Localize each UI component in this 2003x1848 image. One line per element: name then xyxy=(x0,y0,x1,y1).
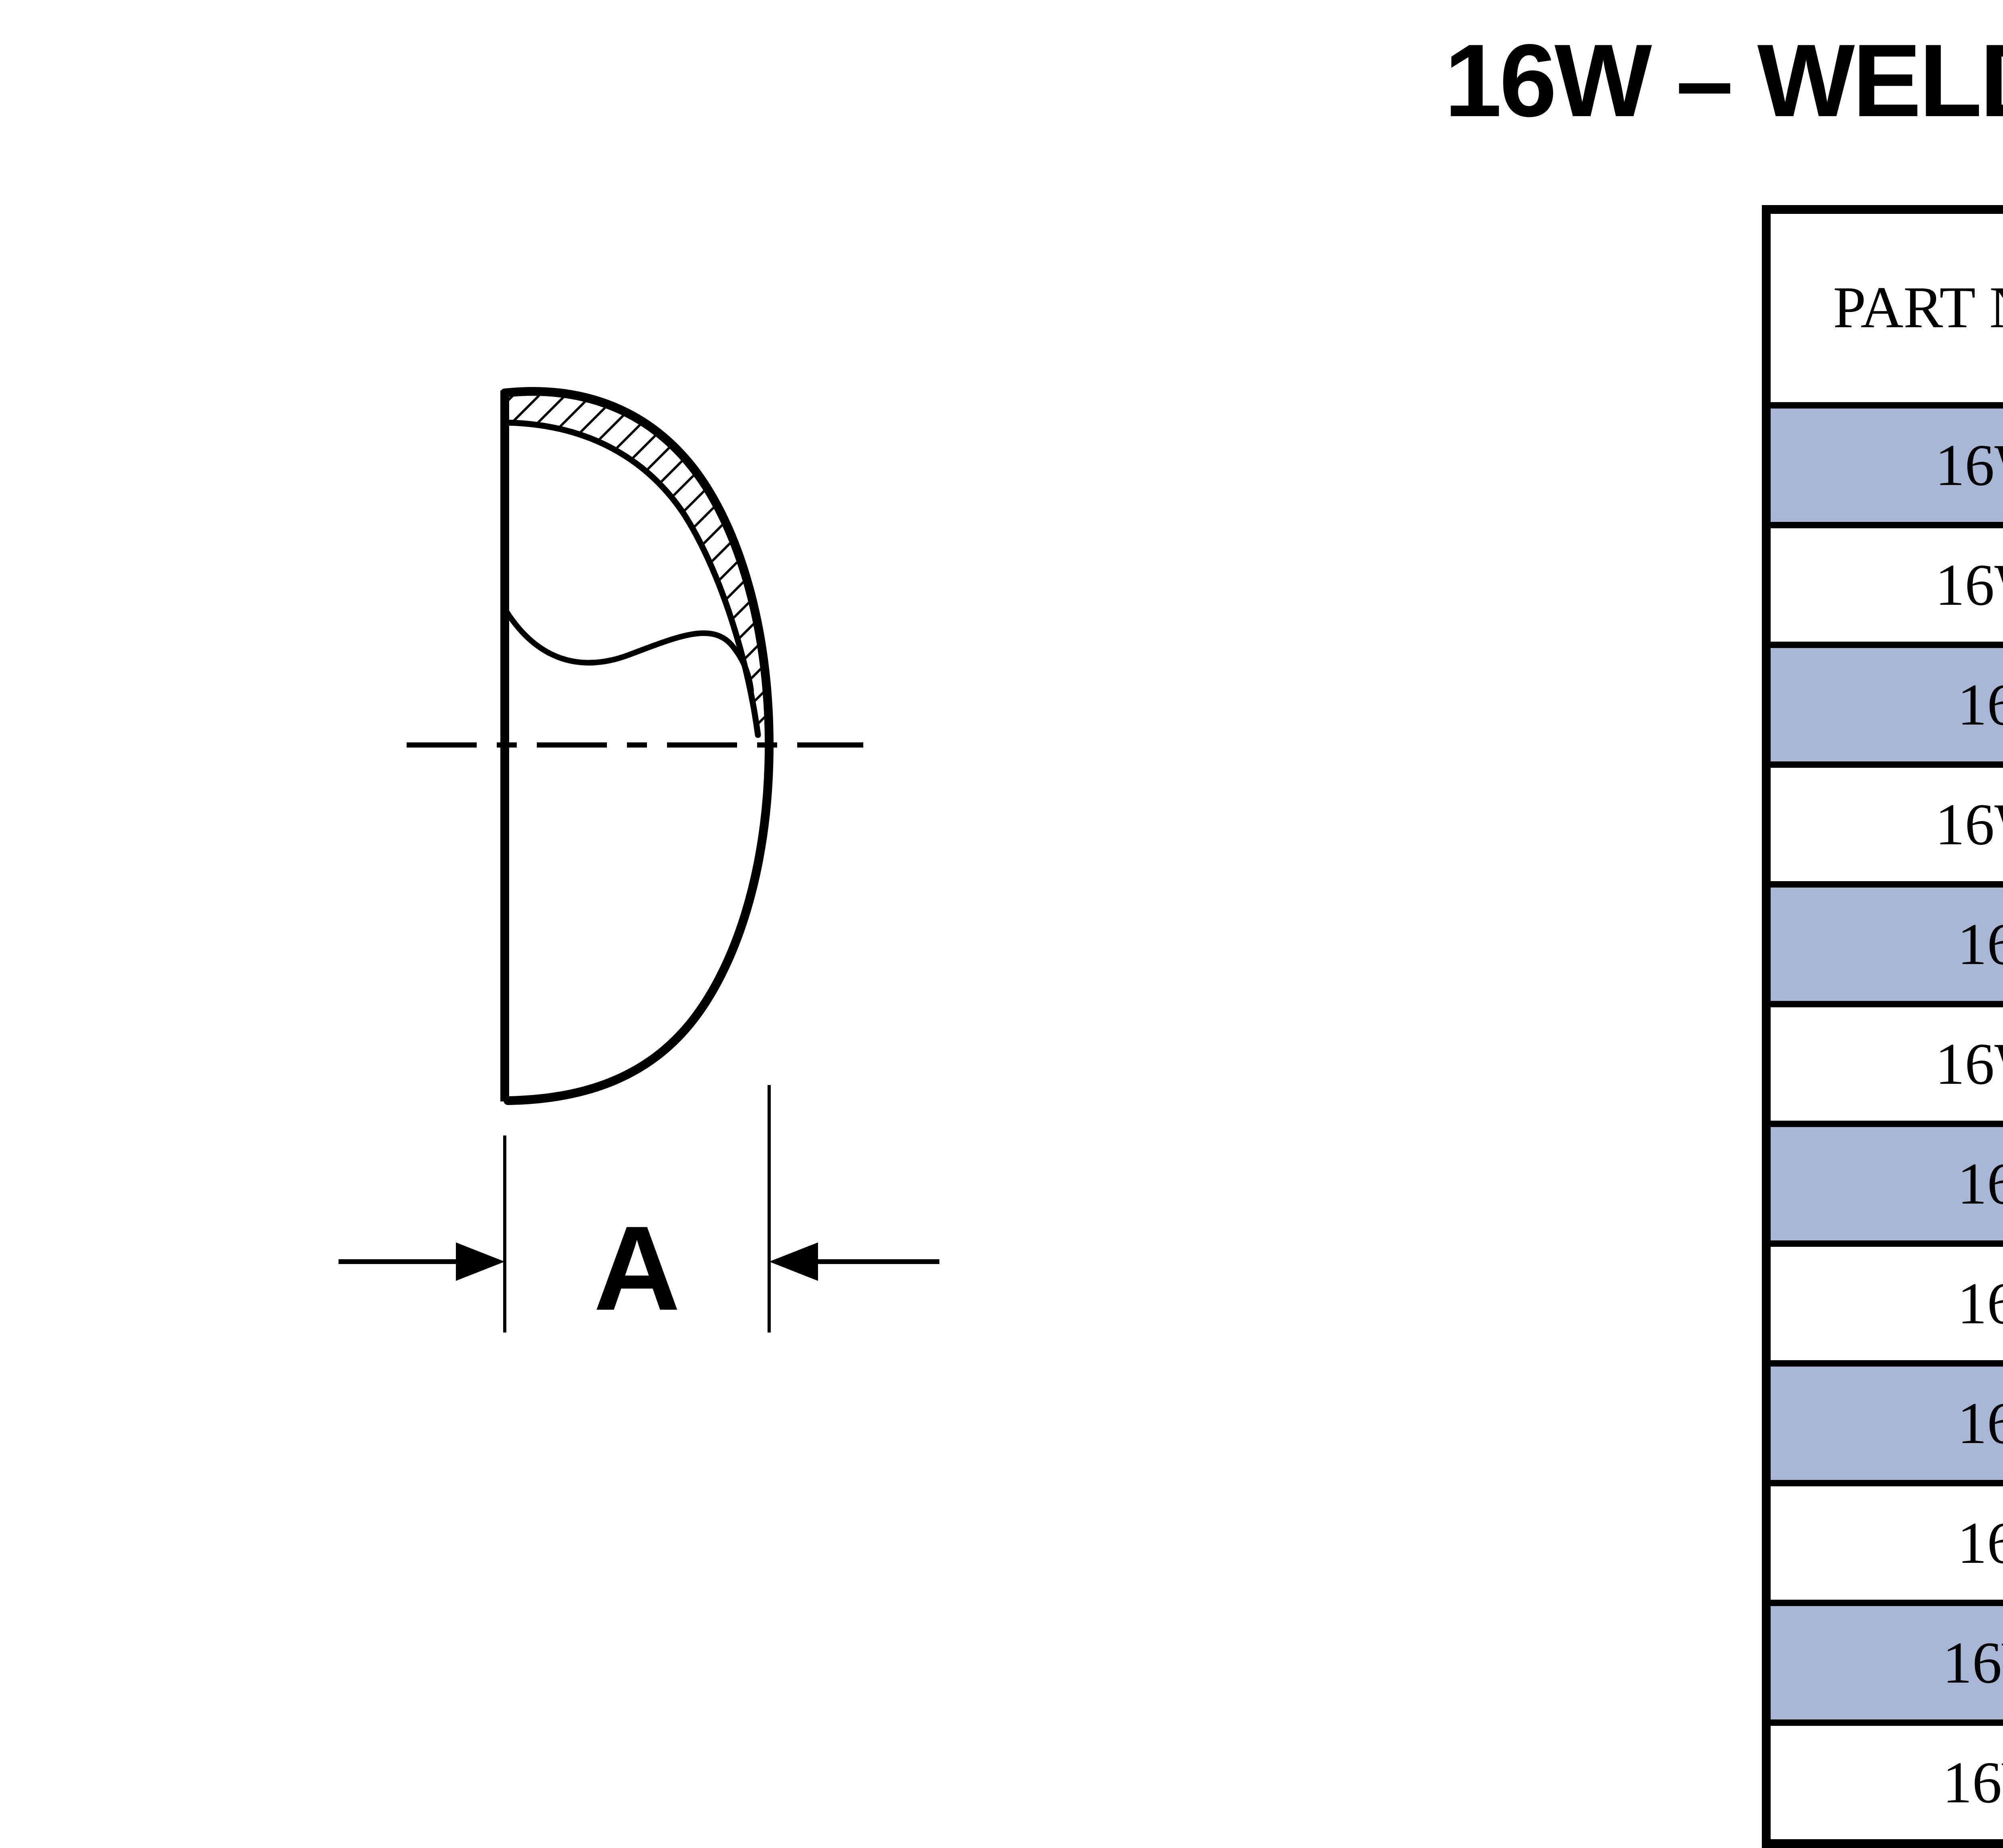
part-number-cell: 16W-12 xyxy=(1763,1719,2003,1847)
table-row: 16W-882.888 xyxy=(1763,1480,2003,1606)
dimension-arrow-left xyxy=(339,1242,505,1281)
spec-table: PART NUMBER SIZE (inches) A (inches) 16W… xyxy=(1762,205,2003,1848)
table-row: 16W-10103.395 xyxy=(1763,1600,2003,1726)
part-number-cell: 16W-.50 xyxy=(1763,402,2003,528)
part-number-cell: 16W-4 xyxy=(1763,1240,2003,1367)
part-number-cell: 16W-.75 xyxy=(1763,522,2003,648)
part-number-cell: 16W-3 xyxy=(1763,1121,2003,1247)
table-row: 16W-11.375 xyxy=(1763,642,2003,768)
table-row: 16W-22.750 xyxy=(1763,881,2003,1007)
page-title: 16W – WELD CAP xyxy=(1444,22,2003,138)
table-row: 16W-.753/4.312 xyxy=(1763,522,2003,648)
part-number-cell: 16W-1 xyxy=(1763,642,2003,768)
part-number-cell: 16W-2.5 xyxy=(1763,1001,2003,1127)
wall-hatching xyxy=(505,391,768,741)
table-row: 16W-.501/2.250 xyxy=(1763,402,2003,528)
table-row: 16W-2.52-1/21.000 xyxy=(1763,1001,2003,1127)
part-number-cell: 16W-10 xyxy=(1763,1600,2003,1726)
table-row: 16W-662.000 xyxy=(1763,1360,2003,1486)
part-number-cell: 16W-2 xyxy=(1763,881,2003,1007)
table-row: 16W-1.51-1/2.562 xyxy=(1763,761,2003,888)
dimension-arrow-right xyxy=(769,1242,939,1281)
part-number-header-label: PART NUMBER xyxy=(1833,275,2003,341)
header-row: PART NUMBER SIZE (inches) A (inches) xyxy=(1763,206,2003,409)
break-line xyxy=(502,606,754,693)
weld-cap-technical-drawing: A xyxy=(339,387,939,1335)
part-number-cell: 16W-1.5 xyxy=(1763,761,2003,888)
table-row: 16W-441.500 xyxy=(1763,1240,2003,1367)
table-row: 16W-12123.815 xyxy=(1763,1719,2003,1847)
spec-table-body: 16W-.501/2.25016W-.753/4.31216W-11.37516… xyxy=(1763,402,2003,1847)
part-number-cell: 16W-6 xyxy=(1763,1360,2003,1486)
table-row: 16W-331.250 xyxy=(1763,1121,2003,1247)
col-header-part-number: PART NUMBER xyxy=(1763,206,2003,409)
part-number-cell: 16W-8 xyxy=(1763,1480,2003,1606)
dimension-label: A xyxy=(594,1201,681,1335)
